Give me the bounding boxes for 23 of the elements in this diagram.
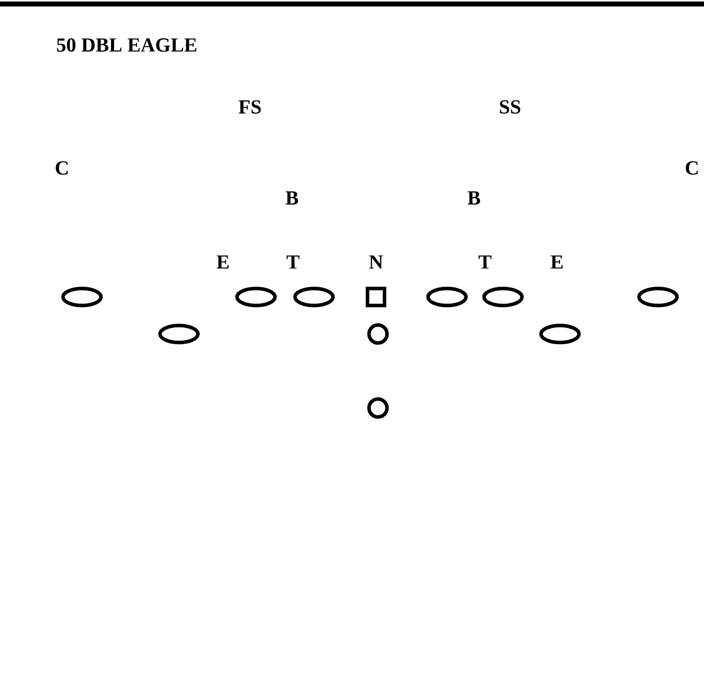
player-oval: [482, 286, 524, 308]
player-circle: [367, 323, 389, 345]
center-square: [366, 286, 386, 308]
position-letter: SS: [500, 100, 520, 114]
position-letter: E: [550, 255, 563, 269]
position-letter: FS: [238, 100, 261, 114]
title: 50 DBL EAGLE: [57, 38, 196, 52]
position-letter: E: [216, 255, 229, 269]
player-oval: [426, 286, 468, 308]
position-letter: T: [286, 255, 300, 269]
player-oval: [158, 324, 200, 344]
player-oval: [293, 286, 335, 308]
position-letter: N: [369, 255, 383, 269]
player-oval: [637, 286, 679, 308]
player-oval: [235, 286, 277, 308]
player-circle: [367, 397, 389, 419]
player-oval: [539, 324, 581, 344]
position-letter: C: [686, 161, 698, 175]
position-letter: T: [478, 255, 492, 269]
position-letter: B: [468, 191, 480, 205]
position-letter: C: [56, 161, 68, 175]
position-letter: B: [286, 191, 298, 205]
player-oval: [61, 286, 103, 308]
